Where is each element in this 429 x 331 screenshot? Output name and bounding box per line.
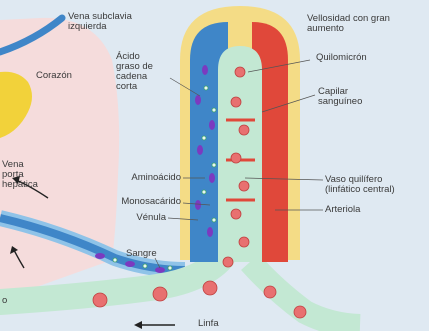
label-arteriola: Arteriola (325, 205, 360, 215)
label-vena-subclavia: Vena subclavia izquierda (68, 12, 132, 32)
label-aminoacido: Aminoácido (96, 173, 181, 183)
label-capilar: Capilar sanguíneo (318, 87, 362, 107)
label-linfa: Linfa (198, 319, 219, 329)
label-venula: Vénula (100, 213, 166, 223)
label-quilomicron: Quilomicrón (316, 53, 367, 63)
label-vellosidad: Vellosidad con gran aumento (307, 14, 390, 34)
label-left-edge: o (2, 296, 7, 306)
label-vena-porta: Vena porta hepática (2, 160, 38, 190)
label-monosacarido: Monosacárido (90, 197, 181, 207)
label-acido-graso: Ácido graso de cadena corta (116, 52, 153, 92)
label-corazon: Corazón (36, 71, 72, 81)
label-sangre: Sangre (126, 249, 157, 259)
lacteal-vessel (218, 46, 262, 262)
label-vaso-quilifero: Vaso quilífero (linfático central) (325, 175, 395, 195)
